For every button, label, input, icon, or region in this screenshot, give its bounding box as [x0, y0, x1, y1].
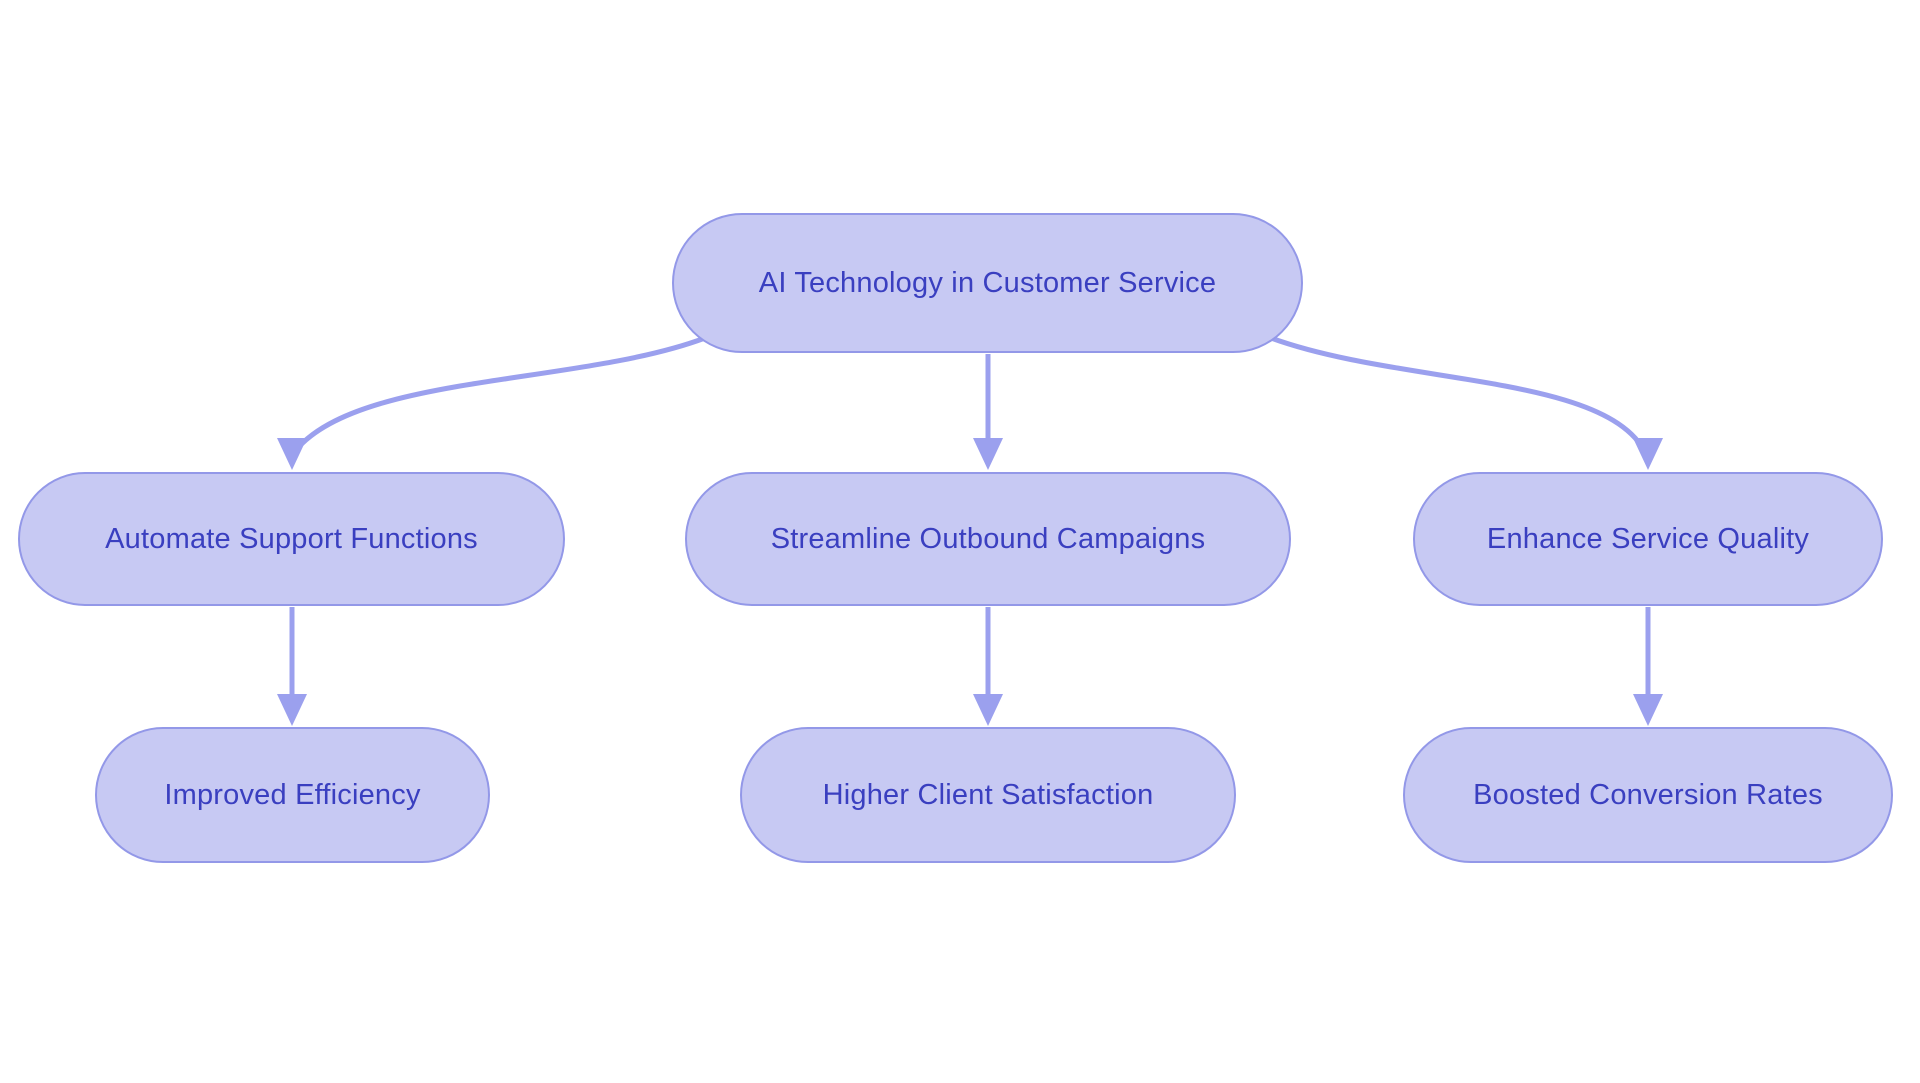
- edge-root-to-streamline-arrowhead: [973, 438, 1003, 470]
- edge-root-to-enhance-line: [1270, 335, 1647, 452]
- node-streamline-outbound-campaigns: Streamline Outbound Campaigns: [685, 472, 1291, 606]
- node-boosted-conversion-rates: Boosted Conversion Rates: [1403, 727, 1893, 863]
- node-ai-technology-in-customer-service: AI Technology in Customer Service: [672, 213, 1303, 353]
- edge-enhance-to-conversion: [1633, 607, 1663, 726]
- node-enhance-service-quality: Enhance Service Quality: [1413, 472, 1883, 606]
- node-label: Boosted Conversion Rates: [1473, 778, 1823, 811]
- node-label: Higher Client Satisfaction: [822, 778, 1154, 811]
- node-improved-efficiency: Improved Efficiency: [95, 727, 490, 863]
- edge-root-to-automate-line: [294, 335, 706, 452]
- edge-automate-to-efficiency-arrowhead: [277, 694, 307, 726]
- node-label: Automate Support Functions: [105, 522, 478, 555]
- node-label: Streamline Outbound Campaigns: [770, 522, 1206, 555]
- edge-root-to-automate: [277, 335, 706, 470]
- edge-root-to-enhance-arrowhead: [1633, 438, 1663, 470]
- node-label: Enhance Service Quality: [1486, 522, 1810, 555]
- edge-root-to-automate-arrowhead: [277, 438, 307, 470]
- edge-streamline-to-satisfaction: [973, 607, 1003, 726]
- edge-enhance-to-conversion-arrowhead: [1633, 694, 1663, 726]
- node-automate-support-functions: Automate Support Functions: [18, 472, 565, 606]
- edge-automate-to-efficiency: [277, 607, 307, 726]
- node-label: AI Technology in Customer Service: [758, 266, 1217, 299]
- edge-root-to-streamline: [973, 354, 1003, 470]
- node-higher-client-satisfaction: Higher Client Satisfaction: [740, 727, 1236, 863]
- node-label: Improved Efficiency: [164, 778, 421, 811]
- edge-streamline-to-satisfaction-arrowhead: [973, 694, 1003, 726]
- edge-root-to-enhance: [1270, 335, 1663, 470]
